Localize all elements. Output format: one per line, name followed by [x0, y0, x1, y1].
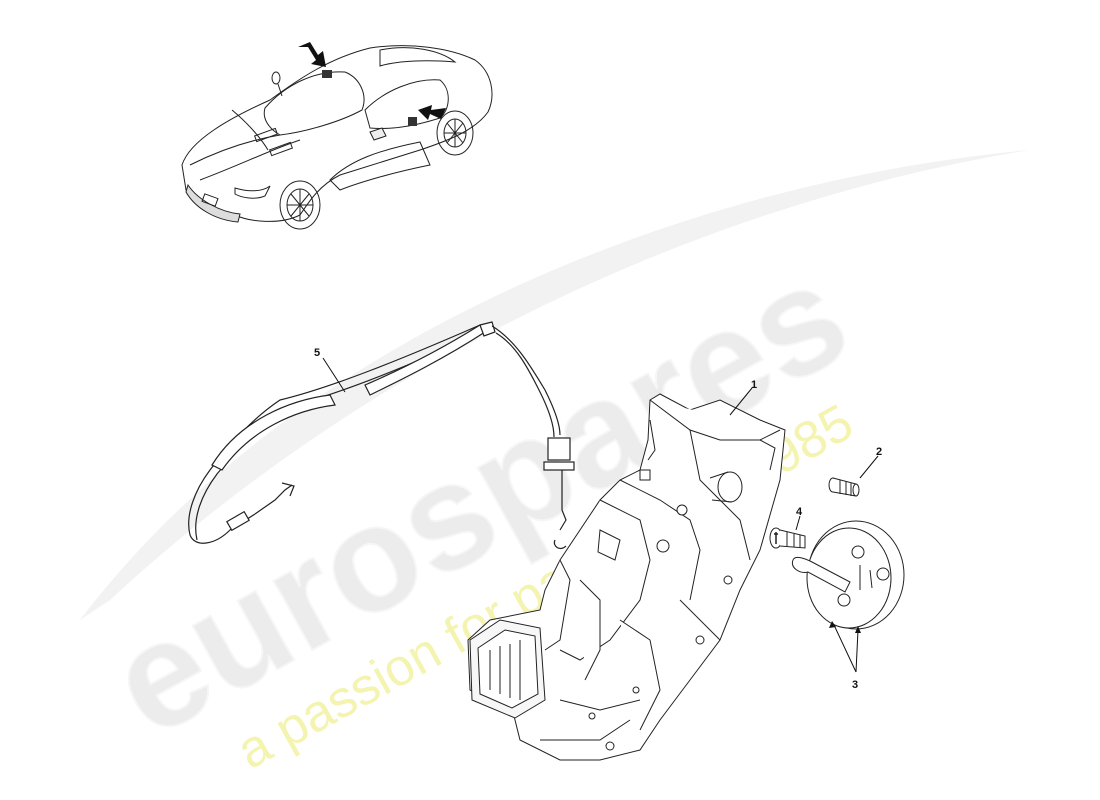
callout-3: 3: [852, 679, 858, 691]
location-arrows: [298, 42, 446, 126]
lock-marker-icon: [408, 117, 417, 126]
screw: [828, 477, 860, 497]
arrow-icon: [298, 42, 326, 67]
leader-line-5: [322, 357, 346, 393]
callouts: 5 1 2 4 3: [314, 347, 882, 691]
leader-line-3a: [833, 624, 857, 673]
callout-5: 5: [314, 347, 320, 359]
arrowhead-icon: [829, 621, 836, 628]
car-illustration: [181, 45, 493, 230]
lock-actuator: [467, 393, 786, 761]
leader-line-2: [859, 455, 879, 479]
leader-arrowheads: [829, 621, 861, 633]
leader-line-4: [795, 515, 801, 531]
leader-line-1: [729, 387, 753, 416]
callout-1: 1: [751, 379, 757, 391]
leader-lines: [322, 357, 879, 673]
bolt: [769, 527, 806, 549]
release-cable: [188, 321, 575, 550]
arrowhead-icon: [855, 626, 861, 633]
callout-4: 4: [796, 506, 803, 518]
striker: [791, 520, 905, 630]
callout-2: 2: [876, 446, 882, 458]
lock-marker-icon: [322, 70, 332, 78]
leader-line-3b: [855, 629, 859, 673]
arrow-icon: [418, 105, 446, 120]
